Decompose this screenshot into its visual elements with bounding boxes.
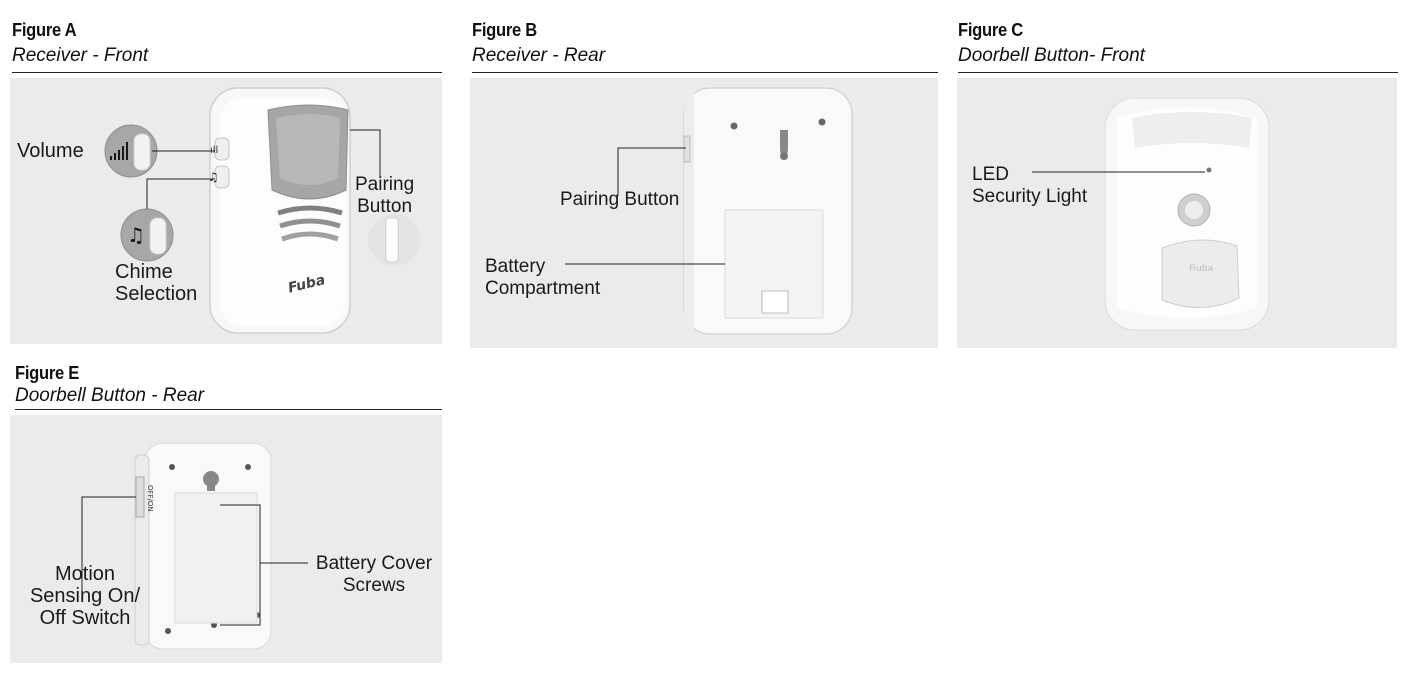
figure-a-subtitle: Receiver - Front bbox=[12, 45, 149, 66]
figure-e: Figure E Doorbell Button - Rear OFF/ON M… bbox=[10, 345, 442, 665]
figure-e-subtitle: Doorbell Button - Rear bbox=[15, 385, 205, 406]
figure-c: Figure C Doorbell Button- Front Fiuba LE… bbox=[957, 0, 1398, 348]
figure-c-panel: Fiuba LED Security Light bbox=[957, 78, 1397, 348]
figure-c-header: Figure C Doorbell Button- Front bbox=[958, 0, 1398, 73]
svg-text:♫: ♫ bbox=[127, 223, 145, 247]
label-pairing-button-a: Pairing Button bbox=[355, 174, 415, 217]
doorbell-rear-illustration: OFF/ON bbox=[81, 442, 308, 650]
label-volume: Volume bbox=[17, 140, 84, 162]
svg-text:Fiuba: Fiuba bbox=[1189, 264, 1213, 274]
receiver-rear-illustration bbox=[565, 87, 853, 335]
label-led-security-light: LED Security Light bbox=[972, 164, 1088, 207]
label-chime-selection: Chime Selection bbox=[115, 261, 198, 305]
doorbell-front-illustration: Fiuba bbox=[1032, 97, 1270, 331]
figure-b-subtitle: Receiver - Rear bbox=[472, 45, 606, 66]
figure-b: Figure B Receiver - Rear Pairing Button … bbox=[470, 0, 938, 348]
figure-e-title: Figure E bbox=[15, 363, 80, 383]
figure-a-title: Figure A bbox=[12, 20, 77, 40]
figure-a: Figure A Receiver - Front ıll ♫ bbox=[10, 0, 442, 345]
label-motion-sensing-switch: Motion Sensing On/ Off Switch bbox=[29, 563, 141, 629]
label-battery-cover-screws: Battery Cover Screws bbox=[315, 553, 433, 596]
figure-c-title: Figure C bbox=[958, 20, 1023, 40]
figure-b-title: Figure B bbox=[472, 20, 537, 40]
receiver-front-illustration: ıll ♫ ♫ Fuba bbox=[104, 87, 420, 334]
svg-text:♫: ♫ bbox=[208, 170, 219, 184]
figure-b-header: Figure B Receiver - Rear bbox=[472, 0, 938, 73]
figure-c-subtitle: Doorbell Button- Front bbox=[958, 45, 1145, 66]
figure-b-panel: Pairing Button Battery Compartment bbox=[470, 78, 938, 348]
figure-a-panel: ıll ♫ ♫ Fuba Volume Pairing Button bbox=[10, 78, 442, 344]
label-pairing-button-b: Pairing Button bbox=[560, 189, 680, 210]
figure-e-panel: OFF/ON Motion Sensing On/ Off Switch Bat… bbox=[10, 415, 442, 663]
figure-e-header: Figure E Doorbell Button - Rear bbox=[15, 345, 442, 410]
figure-a-header: Figure A Receiver - Front bbox=[12, 0, 442, 73]
label-battery-compartment: Battery Compartment bbox=[485, 256, 601, 299]
off-on-marking: OFF/ON bbox=[146, 485, 154, 512]
